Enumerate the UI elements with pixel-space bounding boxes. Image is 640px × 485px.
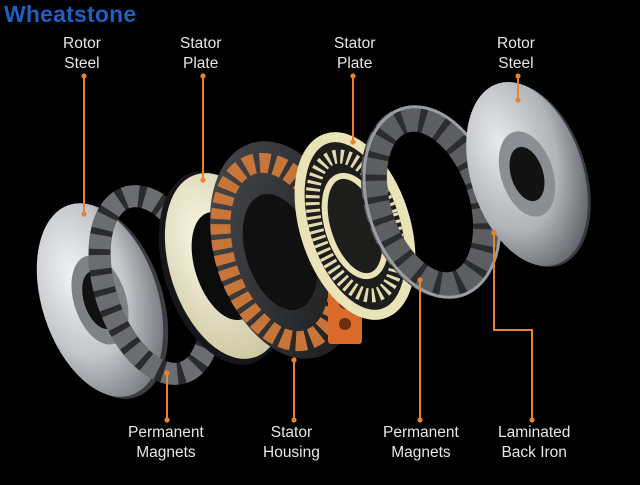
leader-rotor-steel-right-dot [515, 97, 521, 103]
leader-permanent-magnets-right-dot [417, 277, 423, 283]
label-line: Stator [334, 35, 376, 52]
label-line: Permanent [383, 424, 459, 441]
label-line: Plate [183, 55, 219, 72]
label-stator-plate-left: Stator Plate [180, 34, 221, 74]
label-line: Plate [337, 55, 373, 72]
leader-laminated-back-iron-dot [491, 230, 497, 236]
label-permanent-magnets-left: Permanent Magnets [128, 423, 204, 463]
label-permanent-magnets-right: Permanent Magnets [383, 423, 459, 463]
label-line: Steel [498, 55, 534, 72]
leader-stator-housing-dot [291, 357, 297, 363]
label-line: Permanent [128, 424, 204, 441]
label-laminated-back-iron: Laminated Back Iron [498, 423, 570, 463]
leader-stator-housing-dot [291, 417, 297, 423]
leader-stator-plate-left-dot [200, 177, 206, 183]
leader-lines [81, 73, 535, 423]
leader-rotor-steel-right-dot [515, 73, 521, 79]
label-stator-housing: Stator Housing [263, 423, 320, 463]
leader-stator-plate-right-dot [350, 139, 356, 145]
leader-stator-plate-left-dot [200, 73, 206, 79]
leader-stator-plate-right-dot [350, 73, 356, 79]
label-line: Steel [64, 55, 100, 72]
label-line: Back Iron [501, 444, 567, 461]
label-stator-plate-right: Stator Plate [334, 34, 375, 74]
leader-laminated-back-iron-dot [529, 417, 535, 423]
label-rotor-steel-right: Rotor Steel [497, 34, 535, 74]
leader-permanent-magnets-left-dot [164, 370, 170, 376]
label-line: Magnets [391, 444, 451, 461]
label-line: Rotor [497, 35, 535, 52]
label-line: Laminated [498, 424, 571, 441]
label-line: Housing [263, 444, 320, 461]
label-line: Magnets [136, 444, 196, 461]
leader-rotor-steel-left-dot [81, 73, 87, 79]
label-rotor-steel-left: Rotor Steel [63, 34, 101, 74]
brand-logo: Wheatstone [4, 1, 137, 27]
label-line: Stator [270, 424, 313, 441]
label-line: Stator [180, 35, 222, 52]
label-line: Rotor [63, 35, 101, 52]
leader-permanent-magnets-right-dot [417, 417, 423, 423]
leader-permanent-magnets-left-dot [164, 417, 170, 423]
leader-rotor-steel-left-dot [81, 211, 87, 217]
leader-laminated-back-iron [493, 233, 533, 420]
rotor-steel-right-disc [466, 82, 591, 267]
